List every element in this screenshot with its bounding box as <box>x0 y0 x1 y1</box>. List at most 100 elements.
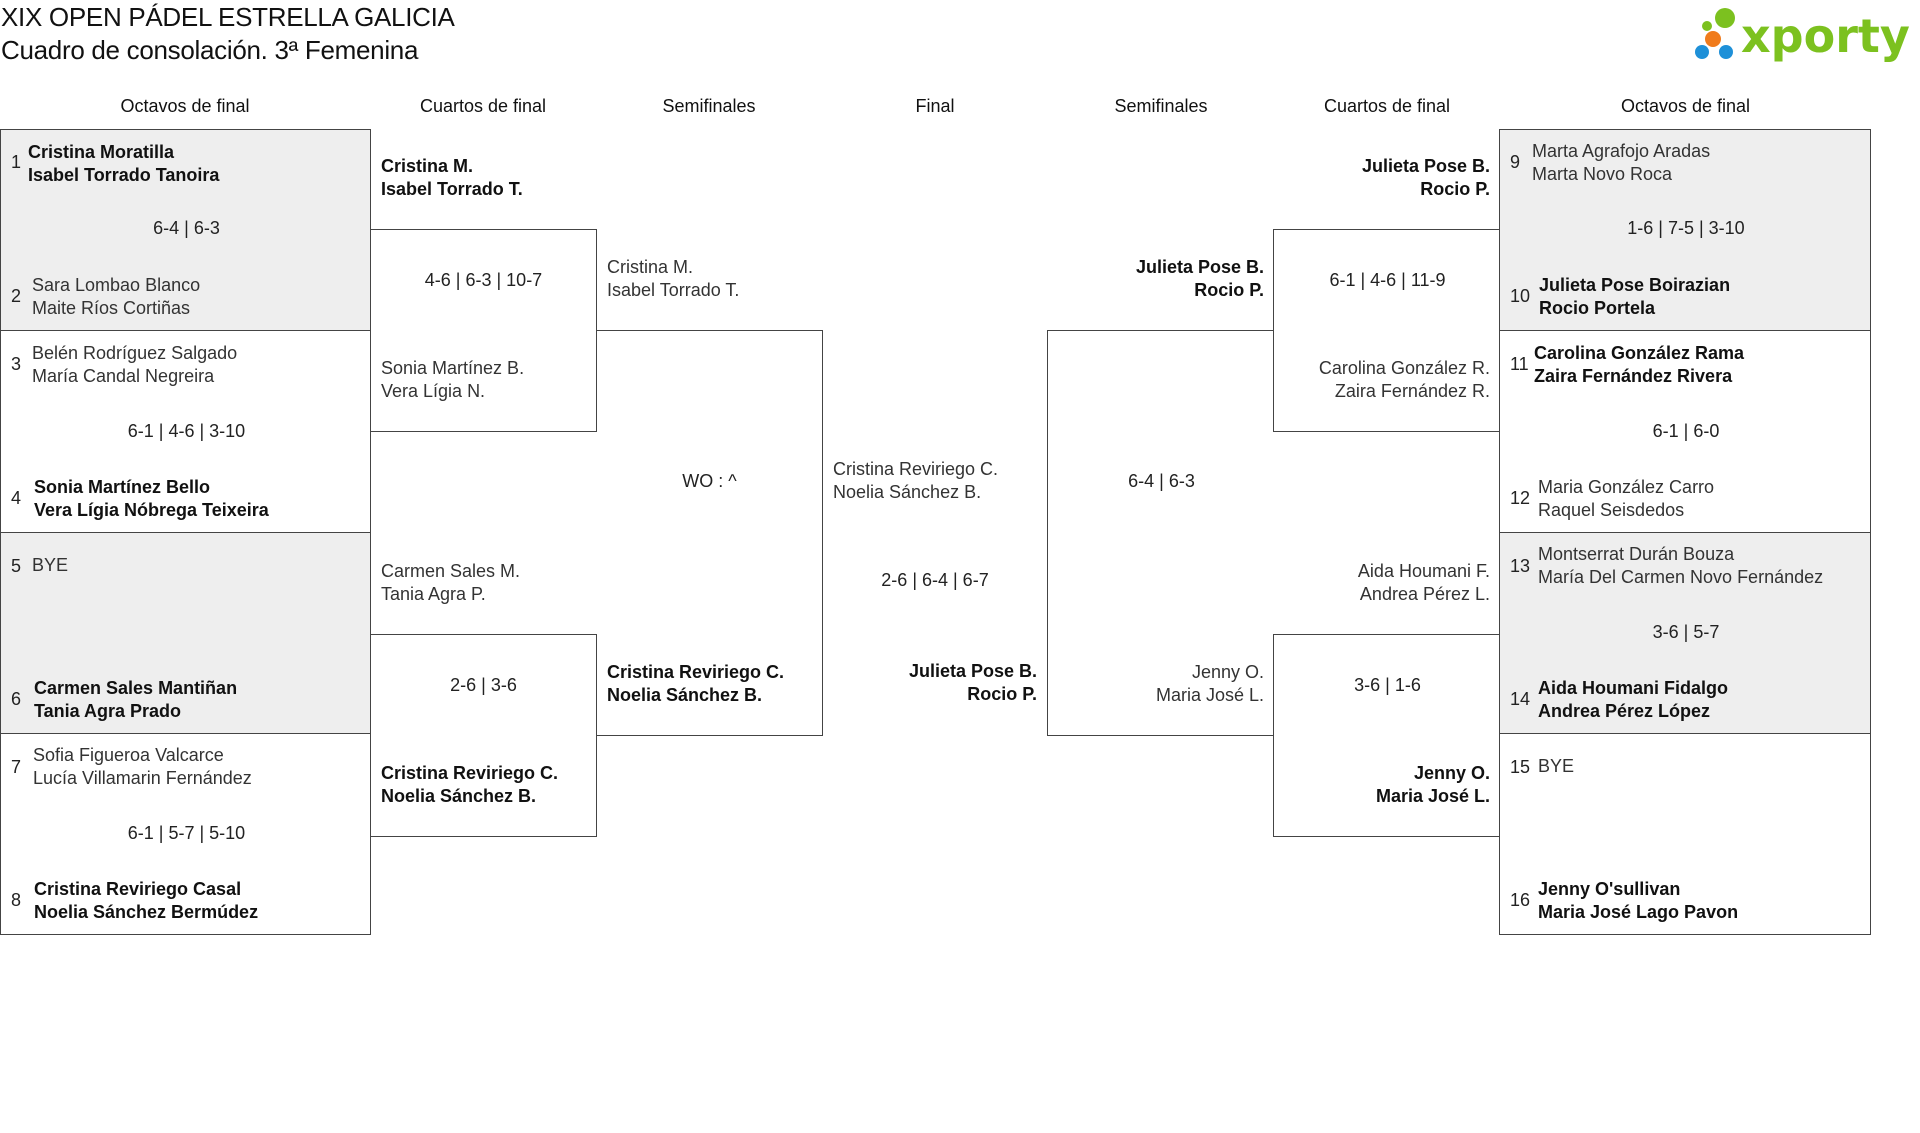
match-sf-left: WO : ^ Cristina Reviriego C. Noelia Sánc… <box>596 330 823 736</box>
team-b-player-2: Tania Agra Prado <box>34 701 182 721</box>
match-score: 6-1 | 5-7 | 5-10 <box>127 823 246 843</box>
logo-dots-icon: xporty <box>1695 8 1910 63</box>
match-r16-right-2: 11 Carolina González Rama Zaira Fernánde… <box>1499 330 1871 533</box>
round-label-sf-right: Semifinales <box>1114 96 1208 116</box>
match-score: 4-6 | 6-3 | 10-7 <box>424 270 543 290</box>
round-label-r16-left: Octavos de final <box>120 96 250 116</box>
qf-left-2-team-a-player-1: Carmen Sales M. <box>381 561 521 581</box>
team-a-player-2: Zaira Fernández Rivera <box>1534 366 1733 386</box>
match-r16-right-3: 13 Montserrat Durán Bouza María Del Carm… <box>1499 532 1871 734</box>
seed-number: 7 <box>11 757 22 777</box>
team-b-player-1: Carmen Sales Mantiñan <box>34 678 238 698</box>
match-qf-left-1: 4-6 | 6-3 | 10-7 Sonia Martínez B. Vera … <box>370 229 597 432</box>
sf-right-team-a-player-1: Julieta Pose B. <box>1135 257 1264 277</box>
match-score: 3-6 | 5-7 <box>1652 622 1720 642</box>
team-b-player-1: Sonia Martínez Bello <box>34 477 211 497</box>
match-score: WO : ^ <box>682 471 737 491</box>
team-a-player-2: Noelia Sánchez B. <box>833 482 982 502</box>
team-a-player-2: Marta Novo Roca <box>1532 164 1673 184</box>
page-subtitle: Cuadro de consolación. 3ª Femenina <box>1 35 419 65</box>
match-r16-left-1: 1 Cristina Moratilla Isabel Torrado Tano… <box>0 129 371 331</box>
seed-number: 3 <box>11 354 22 374</box>
team-b-player-2: Maite Ríos Cortiñas <box>32 298 191 318</box>
match-r16-left-2: 3 Belén Rodríguez Salgado María Candal N… <box>0 330 371 533</box>
qf-left-1-team-a-player-1: Cristina M. <box>381 156 474 176</box>
team-a-player-2: María Del Carmen Novo Fernández <box>1538 567 1824 587</box>
seed-number: 1 <box>11 152 22 172</box>
match-r16-right-1: 9 Marta Agrafojo Aradas Marta Novo Roca … <box>1499 129 1871 331</box>
seed-number: 11 <box>1510 354 1529 374</box>
xporty-logo[interactable]: xporty <box>1693 6 1918 68</box>
team-b-player-1: Jenny O. <box>1191 662 1264 682</box>
match-score: 6-4 | 6-3 <box>1128 471 1195 491</box>
match-score: 2-6 | 6-4 | 6-7 <box>881 570 989 590</box>
team-a-player-1: Marta Agrafojo Aradas <box>1532 141 1711 161</box>
team-b-player-1: Julieta Pose B. <box>908 661 1037 681</box>
round-label-final: Final <box>915 96 955 116</box>
round-label-qf-right: Cuartos de final <box>1323 96 1451 116</box>
team-a-player-1: Cristina Reviriego C. <box>833 459 999 479</box>
team-a-player-1: Montserrat Durán Bouza <box>1538 544 1735 564</box>
team-b-player-2: Vera Lígia Nóbrega Teixeira <box>34 500 269 520</box>
match-score: 6-1 | 4-6 | 11-9 <box>1329 270 1446 290</box>
team-b-player-1: Maria González Carro <box>1538 477 1715 497</box>
qf-left-1-team-a-player-2: Isabel Torrado T. <box>381 179 523 199</box>
sf-left-team-a-player-2: Isabel Torrado T. <box>607 280 740 300</box>
team-a-player-1: BYE <box>32 555 69 575</box>
match-score: 2-6 | 3-6 <box>450 675 517 695</box>
team-a-player-2: Isabel Torrado Tanoira <box>28 165 220 185</box>
team-b-player-2: Vera Lígia N. <box>381 381 486 401</box>
team-b-player-2: Zaira Fernández R. <box>1334 381 1490 401</box>
match-final: Cristina Reviriego C. Noelia Sánchez B. … <box>822 330 1048 736</box>
seed-number: 9 <box>1510 152 1521 172</box>
match-score: 1-6 | 7-5 | 3-10 <box>1627 218 1745 238</box>
qf-right-2-team-a-player-1: Aida Houmani F. <box>1357 561 1490 581</box>
round-label-sf-left: Semifinales <box>662 96 756 116</box>
team-b-player-1: Sara Lombao Blanco <box>32 275 201 295</box>
seed-number: 6 <box>11 689 22 709</box>
team-b-player-1: Aida Houmani Fidalgo <box>1538 678 1729 698</box>
team-b-player-2: Rocio Portela <box>1539 298 1656 318</box>
team-b-player-2: Noelia Sánchez Bermúdez <box>34 902 259 922</box>
page-title: XIX OPEN PÁDEL ESTRELLA GALICIA <box>1 2 455 32</box>
team-a-player-1: BYE <box>1538 756 1575 776</box>
match-qf-right-1: 6-1 | 4-6 | 11-9 Carolina González R. Za… <box>1273 229 1500 432</box>
qf-right-2-team-a-player-2: Andrea Pérez L. <box>1359 584 1490 604</box>
team-b-player-1: Carolina González R. <box>1318 358 1490 378</box>
team-b-player-2: Noelia Sánchez B. <box>607 685 763 705</box>
team-b-player-1: Julieta Pose Boirazian <box>1539 275 1731 295</box>
team-b-player-2: Raquel Seisdedos <box>1538 500 1685 520</box>
seed-number: 12 <box>1510 488 1531 508</box>
match-qf-right-2: 3-6 | 1-6 Jenny O. Maria José L. <box>1273 634 1500 837</box>
seed-number: 14 <box>1510 689 1531 709</box>
seed-number: 2 <box>11 286 22 306</box>
match-sf-right: 6-4 | 6-3 Jenny O. Maria José L. <box>1047 330 1274 736</box>
seed-number: 5 <box>11 556 22 576</box>
team-b-player-1: Sonia Martínez B. <box>381 358 525 378</box>
match-score: 6-4 | 6-3 <box>153 218 220 238</box>
qf-right-1-team-a-player-2: Rocio P. <box>1420 179 1490 199</box>
team-b-player-2: Andrea Pérez López <box>1538 701 1711 721</box>
match-score: 6-1 | 6-0 <box>1652 421 1720 441</box>
sf-left-team-a-player-1: Cristina M. <box>607 257 694 277</box>
seed-number: 4 <box>11 488 22 508</box>
round-label-r16-right: Octavos de final <box>1620 96 1751 116</box>
match-qf-left-2: 2-6 | 3-6 Cristina Reviriego C. Noelia S… <box>370 634 597 837</box>
qf-left-2-team-a-player-2: Tania Agra P. <box>381 584 486 604</box>
team-a-player-2: Lucía Villamarin Fernández <box>33 768 252 788</box>
team-b-player-2: Maria José L. <box>1375 786 1490 806</box>
seed-number: 16 <box>1510 890 1531 910</box>
team-b-player-2: Rocio P. <box>967 684 1037 704</box>
team-b-player-1: Cristina Reviriego C. <box>607 662 785 682</box>
seed-number: 13 <box>1510 556 1531 576</box>
logo-text: xporty <box>1741 9 1910 63</box>
qf-right-1-team-a-player-1: Julieta Pose B. <box>1361 156 1490 176</box>
team-b-player-1: Cristina Reviriego C. <box>381 763 559 783</box>
team-a-player-1: Cristina Moratilla <box>28 142 175 162</box>
round-label-qf-left: Cuartos de final <box>419 96 547 116</box>
team-a-player-1: Sofia Figueroa Valcarce <box>33 745 224 765</box>
team-a-player-1: Carolina González Rama <box>1534 343 1745 363</box>
team-a-player-1: Belén Rodríguez Salgado <box>32 343 238 363</box>
seed-number: 8 <box>11 890 22 910</box>
team-b-player-1: Jenny O. <box>1413 763 1490 783</box>
